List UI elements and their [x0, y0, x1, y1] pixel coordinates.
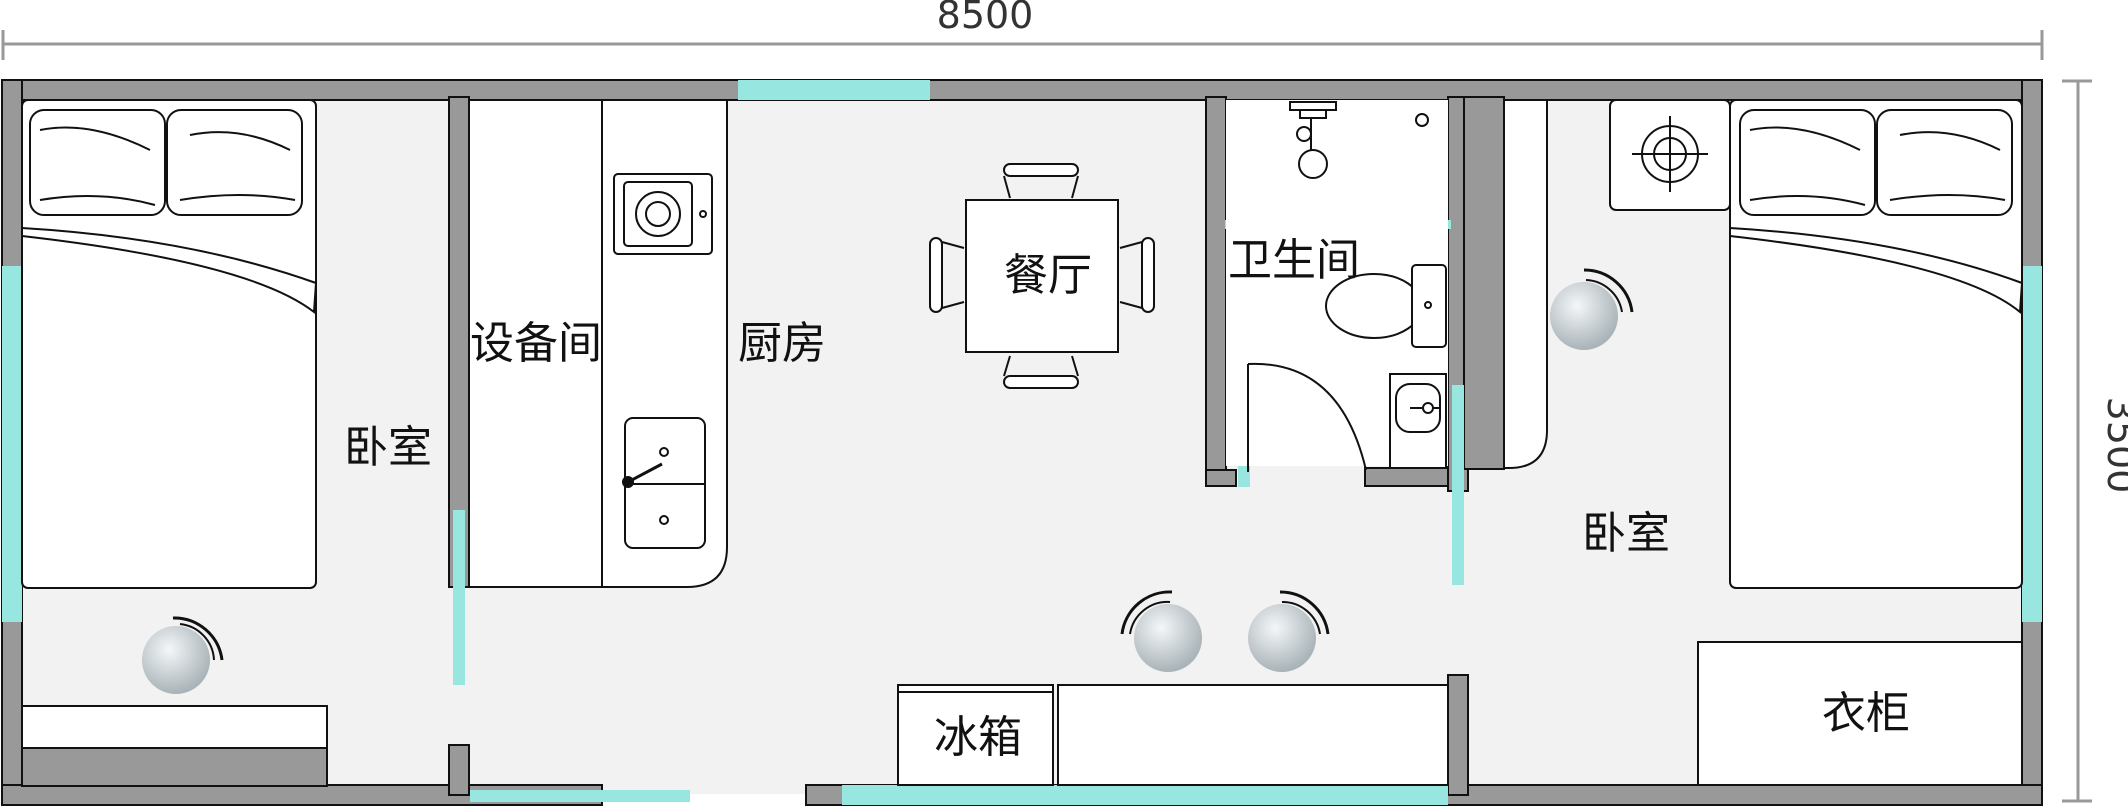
dimension-height-label: 3500 — [2099, 397, 2128, 494]
shower-icon — [1289, 101, 1429, 179]
wall-cabinet-right — [1503, 99, 1548, 469]
label-dining: 餐厅 — [1004, 250, 1092, 301]
sink-icon — [622, 417, 706, 549]
toilet-icon — [1325, 264, 1447, 348]
seat-dining-2 — [1248, 590, 1330, 672]
seat-dining-1 — [1120, 590, 1202, 672]
label-bedroom-right: 卧室 — [1582, 508, 1670, 559]
desk-left — [21, 705, 328, 787]
washbasin-icon — [1389, 373, 1447, 469]
bed-left — [21, 99, 318, 589]
counter-bottom — [1057, 684, 1449, 786]
stove-icon — [613, 173, 713, 255]
label-fridge: 冰箱 — [934, 712, 1022, 763]
fridge — [897, 684, 1054, 786]
dining-table — [929, 163, 1155, 389]
bathroom-door-icon — [1247, 362, 1367, 472]
seat-right — [1550, 268, 1634, 350]
label-equipment-room: 设备间 — [470, 318, 602, 369]
label-bathroom: 卫生间 — [1228, 235, 1360, 286]
seat-left — [142, 616, 224, 694]
nightstand-lamp-icon — [1609, 99, 1731, 211]
dimension-right — [2062, 79, 2092, 803]
label-wardrobe: 衣柜 — [1822, 688, 1910, 739]
dimension-width-label: 8500 — [937, 0, 1034, 37]
bed-right — [1729, 99, 2024, 589]
interior-walls — [448, 96, 1505, 796]
wardrobe — [1697, 641, 2023, 786]
label-bedroom-left: 卧室 — [344, 422, 432, 473]
dimension-top — [1, 30, 2044, 60]
label-kitchen: 厨房 — [738, 318, 826, 369]
